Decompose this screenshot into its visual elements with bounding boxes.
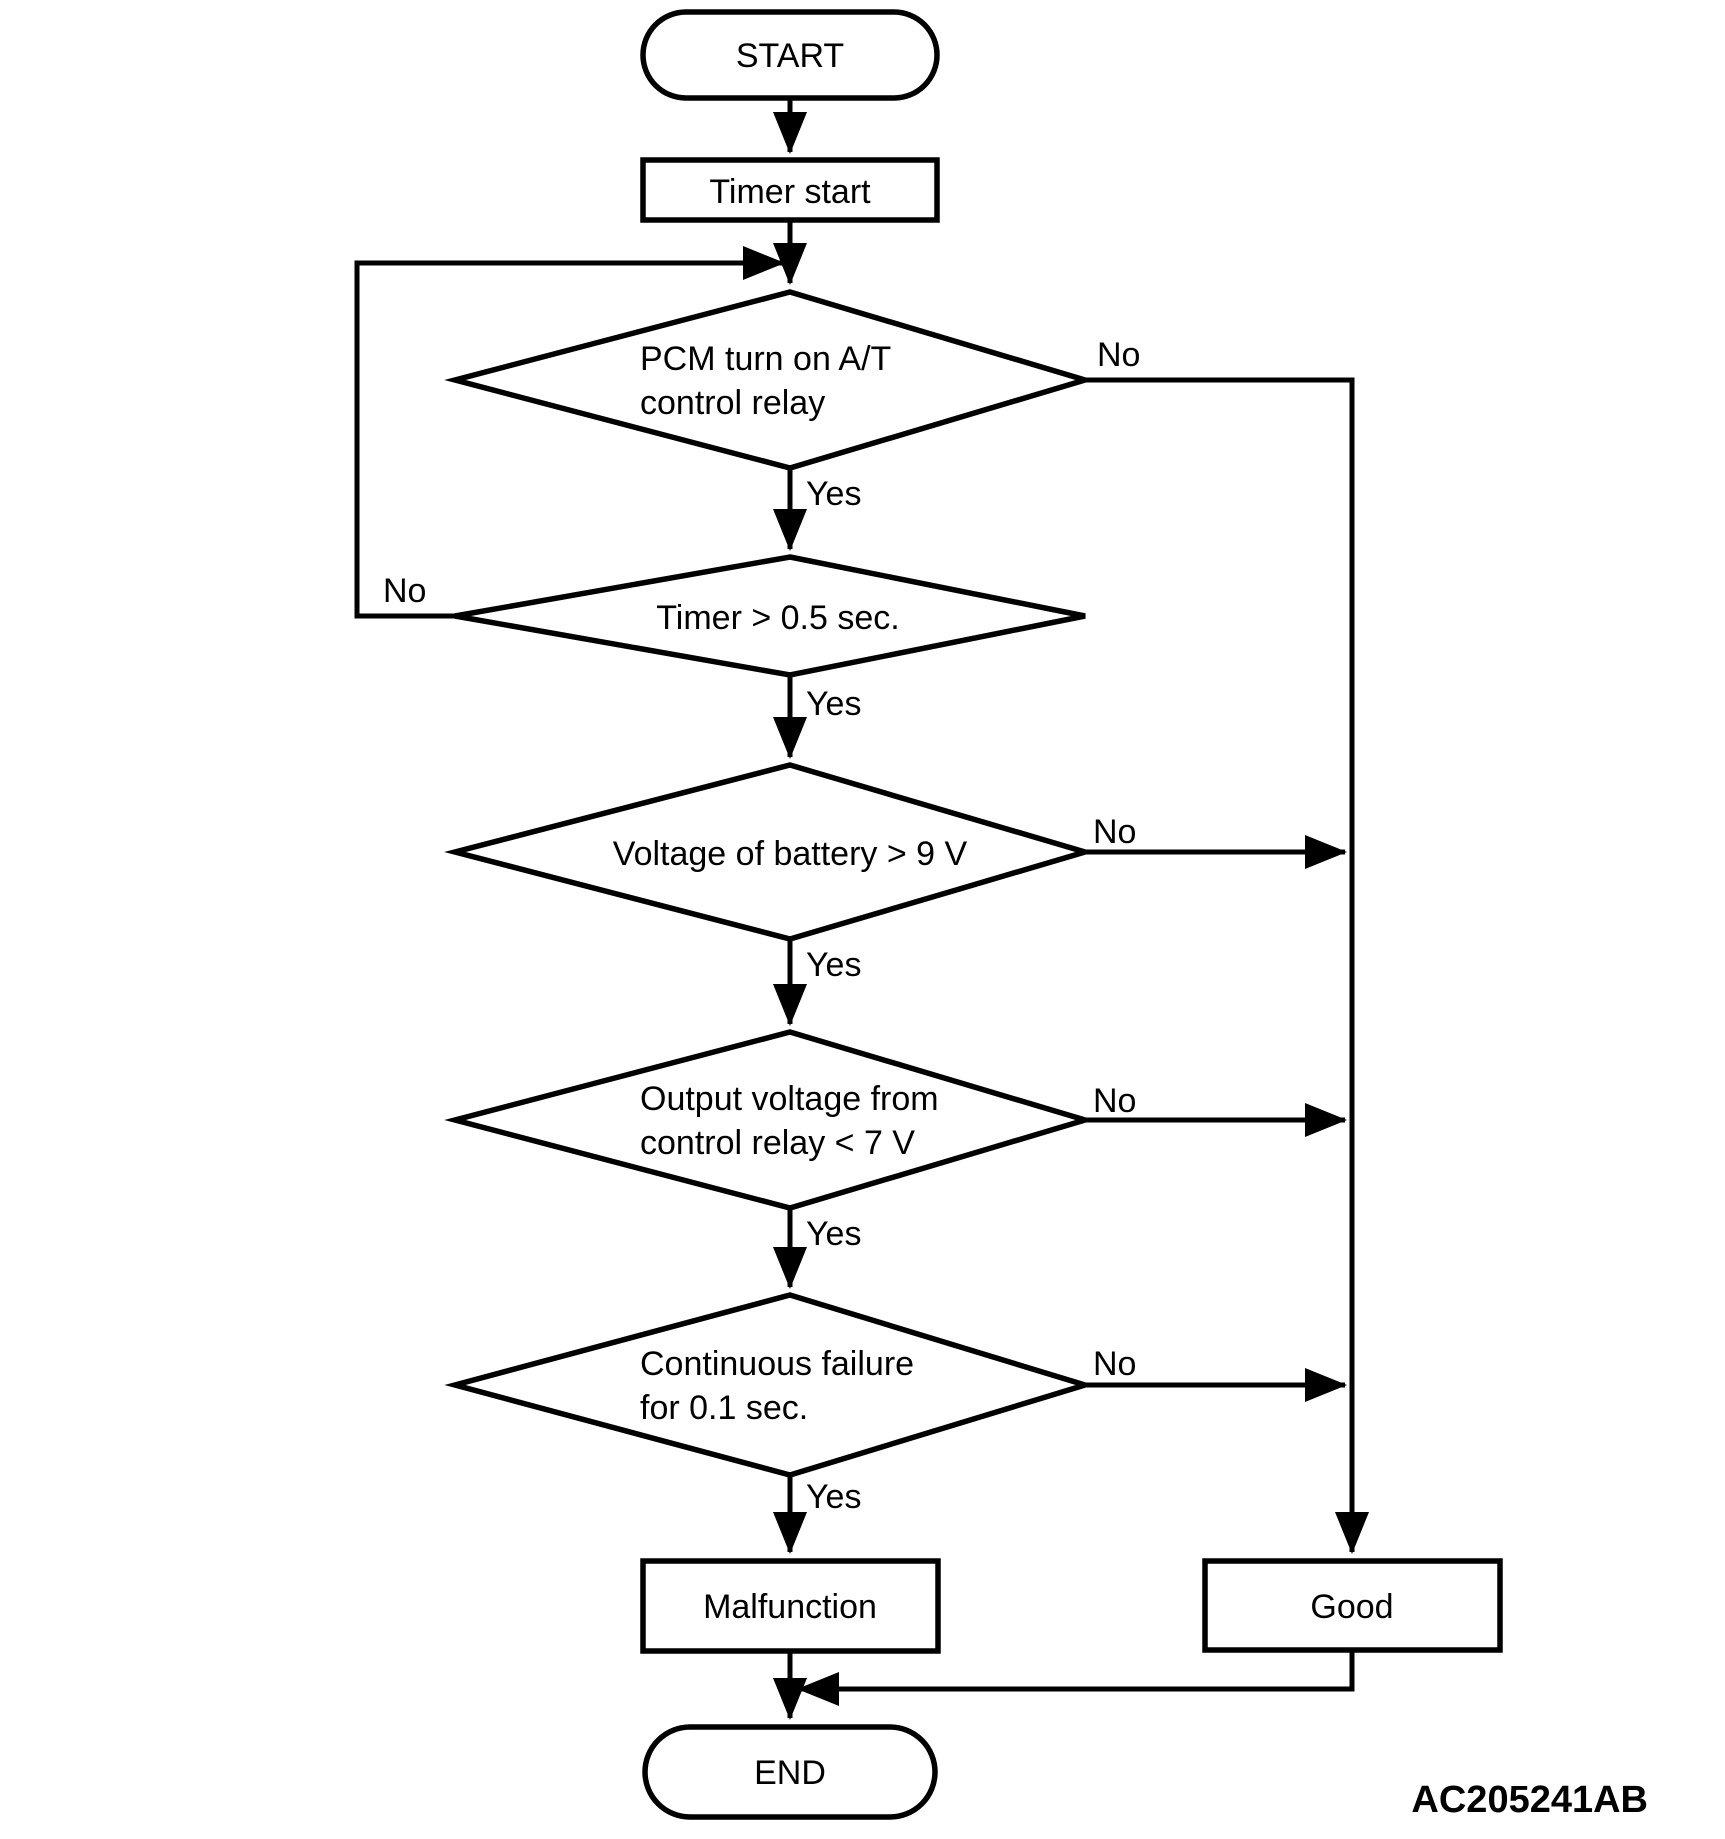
decision-pcm-relay-label-line2: control relay (640, 384, 825, 422)
edge-label-pcm-relay-no: No (1097, 336, 1140, 374)
edge-label-timer-no: No (383, 572, 426, 610)
edge-label-timer-yes: Yes (806, 685, 861, 723)
edge-label-pcm-relay-yes: Yes (806, 475, 861, 513)
process-timer-start-label: Timer start (709, 173, 871, 211)
figure-id-watermark: AC205241AB (1411, 1779, 1648, 1821)
decision-voltage-of-battery (444, 762, 1095, 942)
decision-output-voltage-from-control-relay (444, 1029, 1095, 1211)
decision-output-voltage-label-line2: control relay < 7 V (640, 1124, 915, 1162)
process-good-label: Good (1310, 1588, 1393, 1626)
edge-label-continuous-failure-yes: Yes (806, 1478, 861, 1516)
terminator-end (642, 1724, 938, 1820)
process-malfunction-label: Malfunction (703, 1588, 877, 1626)
terminator-start-label: START (736, 37, 844, 75)
decision-pcm-relay-label-line1: PCM turn on A/T (640, 340, 891, 378)
process-timer-start (640, 157, 940, 223)
decision-timer-label: Timer > 0.5 sec. (656, 599, 899, 637)
decision-continuous-failure-label-line1: Continuous failure (640, 1345, 914, 1383)
decision-battery-label: Voltage of battery > 9 V (613, 835, 968, 873)
decision-pcm-turn-on-at-control-relay (444, 289, 1095, 471)
process-good (1202, 1558, 1503, 1653)
arrow-pcm-relay-no-to-good (1085, 377, 1369, 1554)
edge-label-continuous-failure-no: No (1093, 1345, 1136, 1383)
edge-label-battery-no: No (1093, 813, 1136, 851)
terminator-end-label: END (754, 1754, 826, 1792)
arrow-good-to-end-merge (797, 1650, 1355, 1706)
process-malfunction (640, 1558, 941, 1654)
decision-continuous-failure (444, 1292, 1095, 1478)
decision-timer-greater-05-sec (454, 554, 1086, 678)
decision-output-voltage-label-line1: Output voltage from (640, 1080, 939, 1118)
arrow-timer-no-loop-back (354, 246, 785, 619)
edge-label-output-voltage-yes: Yes (806, 1215, 861, 1253)
decision-continuous-failure-label-line2: for 0.1 sec. (640, 1389, 808, 1427)
edge-label-battery-yes: Yes (806, 946, 861, 984)
edge-label-output-voltage-no: No (1093, 1082, 1136, 1120)
terminator-start (640, 9, 940, 101)
